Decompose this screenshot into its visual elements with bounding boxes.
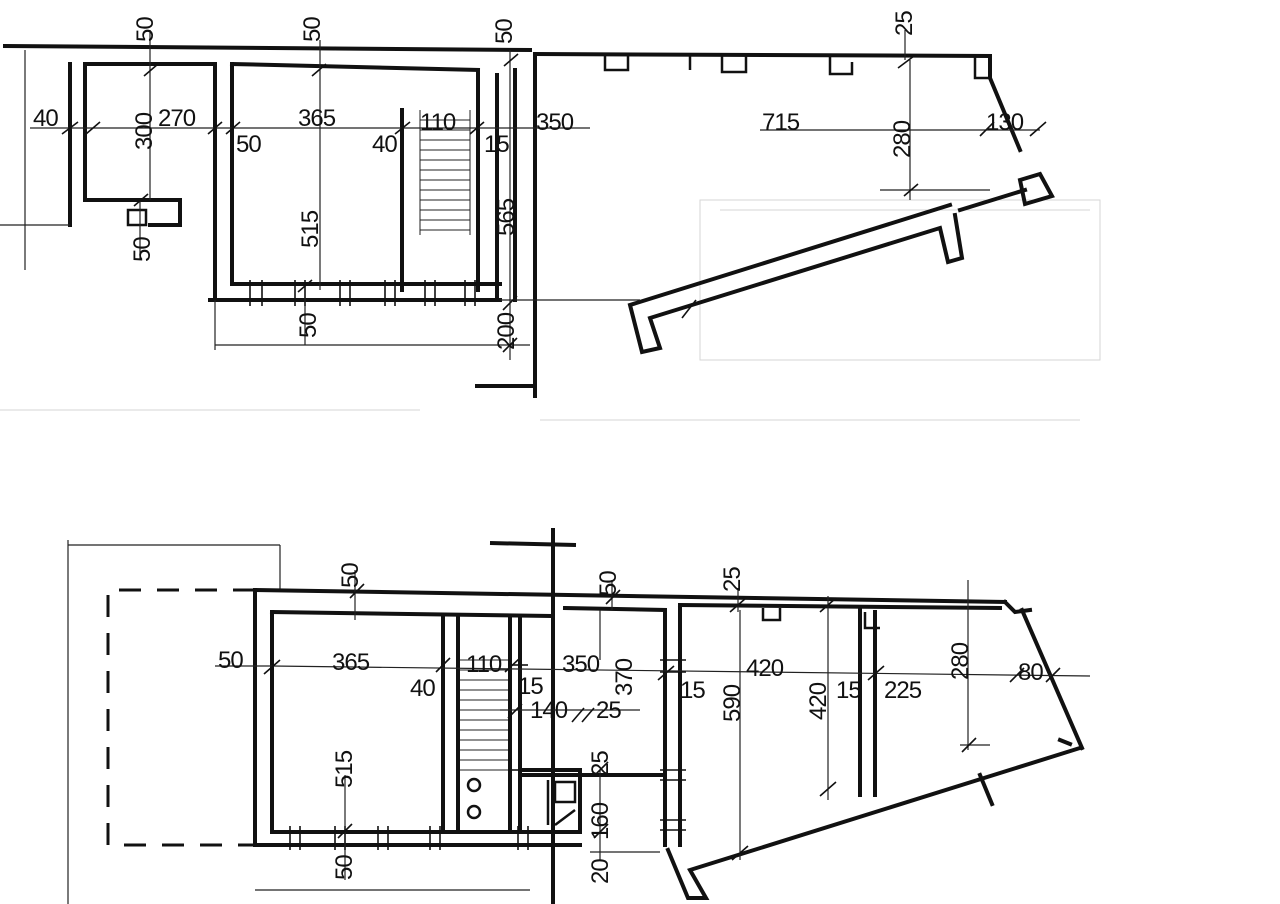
dim-top-50d: 50: [236, 131, 261, 158]
dim-top-515: 515: [297, 210, 324, 248]
dim-top-365: 365: [298, 105, 336, 132]
dim-top-50f: 50: [295, 313, 322, 338]
dimension-ticks-top: [61, 53, 1047, 353]
dim-bot-25b: 25: [596, 697, 621, 724]
dim-top-50c: 50: [491, 19, 518, 44]
dim-top-50a: 50: [132, 17, 159, 42]
dimension-ticks-bottom: [263, 583, 1061, 861]
scan-artifacts: [0, 199, 1101, 421]
dim-bot-50a: 50: [337, 563, 364, 588]
dim-bot-370: 370: [611, 658, 638, 696]
dimension-lines-top: [0, 30, 1040, 360]
dim-top-110: 110: [420, 109, 456, 136]
dim-top-565: 565: [493, 198, 520, 236]
dim-bot-25a: 25: [719, 567, 746, 592]
dim-bot-350: 350: [562, 651, 600, 678]
dim-bot-20: 20: [587, 859, 614, 884]
dim-bot-25c: 25: [587, 751, 614, 776]
dim-top-50b: 50: [299, 17, 326, 42]
dim-top-270: 270: [158, 105, 196, 132]
dim-bot-140: 140: [530, 697, 568, 724]
dim-bot-110: 110: [466, 651, 502, 678]
bottom-floor-plan: 50 50 25 50 365 110 350 370 40 15 140 25…: [67, 528, 1091, 904]
window-marks-top: [249, 280, 476, 306]
dimension-lines-bottom: [215, 570, 1091, 880]
stair-treads-bottom: [460, 659, 508, 771]
top-floor-plan: 50 50 50 25 40 300 270 50 365 40 110 15 …: [0, 11, 1055, 398]
dim-bot-515: 515: [331, 750, 358, 788]
dim-top-200: 200: [493, 312, 520, 350]
dim-bot-15c: 15: [836, 677, 861, 704]
dim-top-40b: 40: [372, 131, 397, 158]
dim-bot-15b: 15: [680, 677, 705, 704]
stair-treads-top: [419, 110, 471, 235]
dim-top-25: 25: [891, 11, 918, 36]
dim-bot-590: 590: [719, 684, 746, 722]
dim-bot-15a: 15: [518, 673, 543, 700]
dim-bot-80: 80: [1018, 659, 1043, 686]
dim-bot-50d: 50: [331, 855, 358, 880]
dim-top-50e: 50: [129, 237, 156, 262]
dim-top-130: 130: [986, 109, 1024, 136]
dim-bot-420b: 420: [805, 682, 832, 720]
dim-bot-50b: 50: [595, 571, 622, 596]
dim-top-715: 715: [762, 109, 800, 136]
dim-bot-420a: 420: [746, 655, 784, 682]
dim-top-280: 280: [889, 120, 916, 158]
dim-bot-225: 225: [884, 677, 922, 704]
dim-top-15: 15: [484, 131, 509, 158]
dim-top-350: 350: [536, 109, 574, 136]
dim-bot-40: 40: [410, 675, 435, 702]
dim-top-40: 40: [33, 105, 58, 132]
dim-top-300: 300: [131, 112, 158, 150]
dim-bot-50c: 50: [218, 647, 243, 674]
dim-bot-160: 160: [587, 802, 614, 840]
dim-bot-280: 280: [947, 642, 974, 680]
dim-bot-365: 365: [332, 649, 370, 676]
